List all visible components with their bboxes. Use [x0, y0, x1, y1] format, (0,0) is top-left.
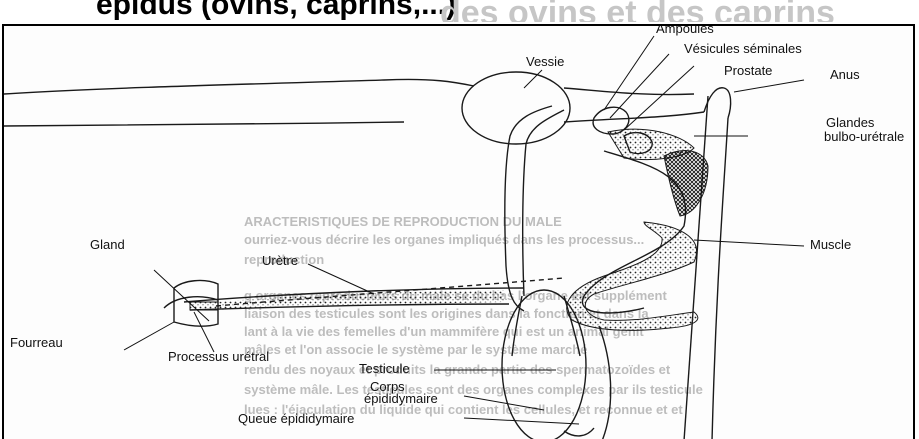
reproductive-anatomy-drawing: [4, 26, 915, 439]
page-top-caption: epidus (ovins, caprins,...) des ovins et…: [0, 0, 919, 22]
leader-line: [154, 270, 209, 321]
leader-line: [124, 322, 174, 350]
leader-line: [734, 80, 804, 92]
pelvic-outline: [4, 79, 474, 94]
label-muscle: Muscle: [810, 238, 851, 252]
label-bulbo-uretrale: bulbo-urétrale: [824, 130, 904, 144]
diagram-frame: ARACTERISTIQUES DE REPRODUCTION DU MALE …: [2, 24, 915, 439]
scrotum-outline: [599, 326, 611, 439]
label-anus: Anus: [830, 68, 860, 82]
urethra-texture: [218, 290, 504, 310]
urethral-process: [190, 302, 218, 310]
label-queue-epididymaire: Queue épididymaire: [238, 412, 354, 426]
bladder: [462, 72, 570, 144]
label-ampoules: Ampoules: [656, 24, 714, 36]
leader-line: [464, 396, 544, 410]
label-vesicules-seminales: Vésicules séminales: [684, 42, 802, 56]
label-prostate: Prostate: [724, 64, 772, 78]
retractor-muscle: [567, 222, 698, 330]
leader-line: [194, 312, 214, 352]
ductus-deferens: [523, 110, 564, 296]
background-heading: des ovins et des caprins: [440, 0, 835, 22]
leader-line: [694, 240, 804, 246]
label-gland: Gland: [90, 238, 125, 252]
bulbourethral-texture: [664, 151, 708, 216]
label-fourreau: Fourreau: [10, 336, 63, 350]
caption-fragment: epidus (ovins, caprins,...): [96, 0, 456, 22]
leader-line: [464, 418, 579, 424]
label-testicule: Testicule: [359, 362, 410, 376]
rectum-outline: [712, 118, 728, 439]
leader-line: [624, 66, 694, 130]
label-vessie: Vessie: [526, 55, 564, 69]
leader-line: [308, 264, 374, 294]
epididymis-tail: [564, 428, 594, 436]
label-uretre: Urètre: [262, 254, 298, 268]
label-glandes: Glandes: [826, 116, 874, 130]
label-processus-uretral: Processus urétral: [168, 350, 269, 364]
pelvic-outline: [564, 88, 694, 95]
leader-line: [610, 54, 669, 118]
leader-line: [604, 36, 654, 110]
label-epididymaire: épididymaire: [364, 392, 438, 406]
pelvic-outline: [4, 122, 404, 126]
